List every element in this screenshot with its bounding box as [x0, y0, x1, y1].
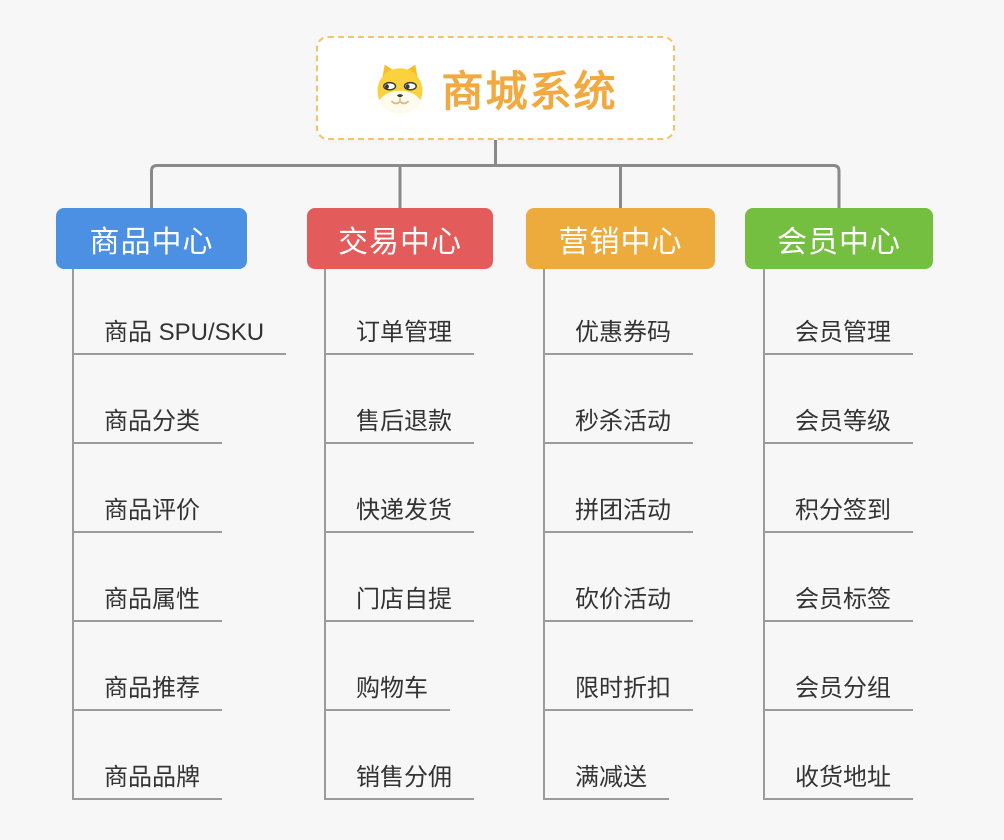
leaf-row: 限时折扣 — [543, 622, 843, 711]
leaf-node[interactable]: 会员管理 — [763, 319, 913, 355]
leaf-node[interactable]: 砍价活动 — [543, 586, 693, 622]
leaf-row: 砍价活动 — [543, 533, 843, 622]
branch-node-member-center[interactable]: 会员中心 — [745, 208, 933, 269]
branch-spine — [72, 269, 74, 800]
root-title: 商城系统 — [441, 67, 618, 115]
leaf-row: 优惠券码 — [543, 266, 843, 355]
leaf-node[interactable]: 门店自提 — [324, 586, 474, 622]
branch-bus-line — [150, 164, 841, 210]
branch-node-marketing-center[interactable]: 营销中心 — [526, 208, 715, 269]
leaf-row: 售后退款 — [324, 355, 624, 444]
branch-node-product-center[interactable]: 商品中心 — [56, 208, 247, 269]
leaf-node[interactable]: 快递发货 — [324, 497, 474, 533]
leaf-row: 商品分类 — [72, 355, 372, 444]
leaf-node[interactable]: 订单管理 — [324, 319, 474, 355]
leaf-node[interactable]: 会员等级 — [763, 408, 913, 444]
leaf-row: 满减送 — [543, 711, 843, 800]
leaf-node[interactable]: 秒杀活动 — [543, 408, 693, 444]
leaf-row: 收货地址 — [763, 711, 1004, 800]
leaf-node[interactable]: 拼团活动 — [543, 497, 693, 533]
leaf-node[interactable]: 商品评价 — [72, 497, 222, 533]
leaf-row: 积分签到 — [763, 444, 1004, 533]
leaf-node[interactable]: 商品分类 — [72, 408, 222, 444]
leaf-node[interactable]: 会员分组 — [763, 675, 913, 711]
leaf-row: 秒杀活动 — [543, 355, 843, 444]
leaf-node[interactable]: 商品属性 — [72, 586, 222, 622]
leaf-node[interactable]: 商品 SPU/SKU — [72, 319, 287, 355]
leaf-node[interactable]: 会员标签 — [763, 586, 913, 622]
leaf-column-trade-center: 订单管理 售后退款 快递发货 门店自提 购物车 销售分佣 — [324, 266, 624, 800]
leaf-row: 商品属性 — [72, 533, 372, 622]
branch-spine — [763, 269, 765, 800]
leaf-row: 商品品牌 — [72, 711, 372, 800]
branch-node-trade-center[interactable]: 交易中心 — [307, 208, 493, 269]
leaf-row: 商品评价 — [72, 444, 372, 533]
branch-spine — [543, 269, 545, 800]
leaf-column-marketing-center: 优惠券码 秒杀活动 拼团活动 砍价活动 限时折扣 满减送 — [543, 266, 843, 800]
leaf-node[interactable]: 满减送 — [543, 764, 669, 800]
leaf-row: 快递发货 — [324, 444, 624, 533]
dog-face-icon — [377, 64, 423, 114]
leaf-node[interactable]: 售后退款 — [324, 408, 474, 444]
leaf-row: 购物车 — [324, 622, 624, 711]
leaf-row: 会员分组 — [763, 622, 1004, 711]
leaf-node[interactable]: 收货地址 — [763, 764, 913, 800]
leaf-node[interactable]: 限时折扣 — [543, 675, 693, 711]
root-node[interactable]: 商城系统 — [316, 36, 675, 140]
leaf-column-product-center: 商品 SPU/SKU 商品分类 商品评价 商品属性 商品推荐 商品品牌 — [72, 266, 372, 800]
leaf-row: 商品推荐 — [72, 622, 372, 711]
leaf-node[interactable]: 积分签到 — [763, 497, 913, 533]
leaf-row: 门店自提 — [324, 533, 624, 622]
leaf-row: 订单管理 — [324, 266, 624, 355]
branch-spine — [324, 269, 326, 800]
leaf-row: 会员等级 — [763, 355, 1004, 444]
leaf-node[interactable]: 销售分佣 — [324, 764, 474, 800]
leaf-row: 商品 SPU/SKU — [72, 266, 372, 355]
leaf-row: 拼团活动 — [543, 444, 843, 533]
leaf-node[interactable]: 商品品牌 — [72, 764, 222, 800]
leaf-row: 会员管理 — [763, 266, 1004, 355]
leaf-row: 销售分佣 — [324, 711, 624, 800]
leaf-column-member-center: 会员管理 会员等级 积分签到 会员标签 会员分组 收货地址 — [763, 266, 1004, 800]
leaf-node[interactable]: 购物车 — [324, 675, 450, 711]
leaf-node[interactable]: 优惠券码 — [543, 319, 693, 355]
leaf-row: 会员标签 — [763, 533, 1004, 622]
leaf-node[interactable]: 商品推荐 — [72, 675, 222, 711]
